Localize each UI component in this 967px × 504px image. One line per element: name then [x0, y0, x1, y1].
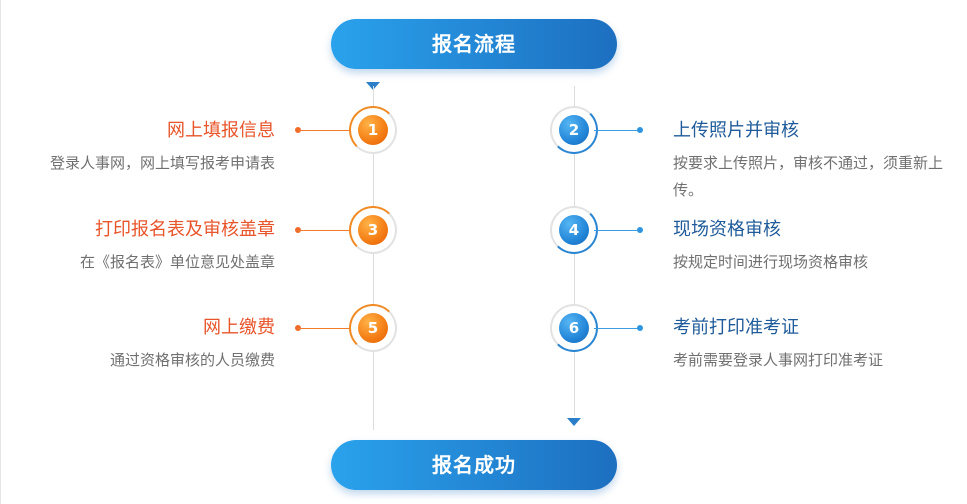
- connector-line: [298, 328, 353, 329]
- step-2-title: 上传照片并审核: [673, 120, 799, 141]
- step-4-badge: 4: [550, 206, 598, 254]
- step-2-desc: 按要求上传照片，审核不通过，须重新上传。: [673, 154, 944, 199]
- step-3-badge: 3: [349, 206, 397, 254]
- step-5-desc: 通过资格审核的人员缴费: [109, 351, 275, 369]
- process-complete-banner: 报名成功: [331, 440, 617, 490]
- connector-dot: [637, 127, 643, 133]
- step-1-badge: 1: [349, 106, 397, 154]
- step-3-title: 打印报名表及审核盖章: [95, 219, 275, 240]
- step-1-title: 网上填报信息: [167, 120, 275, 141]
- step-4-desc: 按规定时间进行现场资格审核: [673, 253, 869, 271]
- step-1-desc: 登录人事网，网上填写报考申请表: [49, 154, 275, 172]
- connector-line: [594, 230, 640, 231]
- connector-dot: [637, 227, 643, 233]
- step-6-badge: 6: [550, 304, 598, 352]
- step-2-badge: 2: [550, 106, 598, 154]
- step-3-desc: 在《报名表》单位意见处盖章: [79, 253, 275, 271]
- connector-dot: [637, 325, 643, 331]
- step-5-badge: 5: [349, 304, 397, 352]
- step-4-title: 现场资格审核: [673, 219, 781, 240]
- connector-line: [298, 130, 353, 131]
- step-6-desc: 考前需要登录人事网打印准考证: [673, 351, 884, 369]
- timeline-left-line: [373, 86, 374, 430]
- down-arrow-icon: [567, 418, 581, 426]
- connector-line: [594, 328, 640, 329]
- process-title-banner: 报名流程: [331, 19, 617, 69]
- step-6-title: 考前打印准考证: [673, 317, 799, 338]
- connector-line: [594, 130, 640, 131]
- connector-line: [298, 230, 353, 231]
- step-5-title: 网上缴费: [203, 317, 275, 338]
